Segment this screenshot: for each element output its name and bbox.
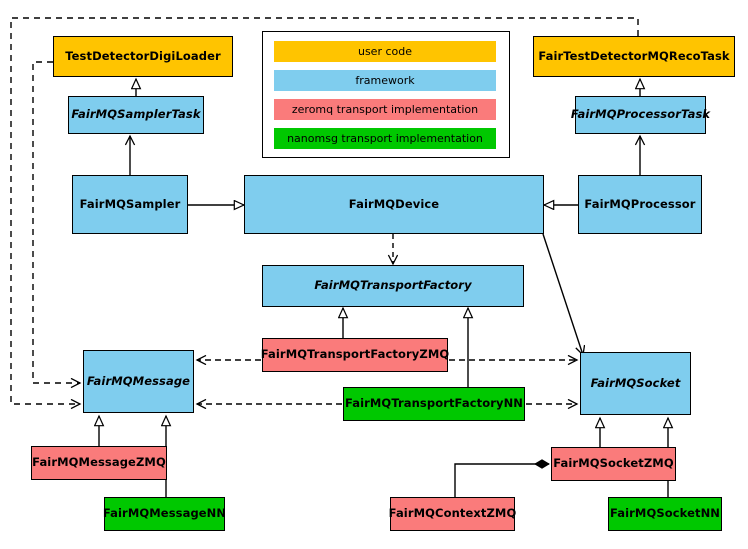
class-node-fairmqmessage[interactable]: FairMQMessage [83, 350, 194, 413]
class-node-fairmqprocessor[interactable]: FairMQProcessor [578, 175, 702, 234]
class-node-fairmqcontextzmq[interactable]: FairMQContextZMQ [389, 497, 516, 531]
class-node-fairmqsamplertask[interactable]: FairMQSamplerTask [68, 96, 204, 134]
class-node-testdetectordigiloader[interactable]: TestDetectorDigiLoader [53, 36, 233, 77]
class-node-fairmqtransportfactoryzmq[interactable]: FairMQTransportFactoryZMQ [261, 338, 449, 372]
legend-label: framework [355, 74, 415, 87]
class-node-fairmqsocketnn[interactable]: FairMQSocketNN [608, 497, 722, 531]
class-node-fairmqtransportfactorynn[interactable]: FairMQTransportFactoryNN [343, 387, 525, 421]
class-node-fairmqprocessortask[interactable]: FairMQProcessorTask [571, 96, 710, 134]
edge-digiloader-message [32, 61, 80, 383]
legend: user code framework zeromq transport imp… [262, 31, 510, 158]
class-node-fairmqmessagezmq[interactable]: FairMQMessageZMQ [31, 446, 167, 480]
legend-item-nanomsg: nanomsg transport implementation [274, 128, 496, 149]
legend-item-framework: framework [274, 70, 496, 91]
class-node-fairmqdevice[interactable]: FairMQDevice [244, 175, 544, 234]
class-node-fairmqsampler[interactable]: FairMQSampler [72, 175, 188, 234]
legend-item-user-code: user code [274, 41, 496, 62]
class-node-fairtestdetectormqrecotask[interactable]: FairTestDetectorMQRecoTask [533, 36, 735, 77]
legend-label: zeromq transport implementation [291, 103, 479, 116]
class-node-fairmqtransportfactory[interactable]: FairMQTransportFactory [262, 265, 524, 307]
class-node-fairmqsocketzmq[interactable]: FairMQSocketZMQ [551, 447, 676, 481]
legend-label: user code [357, 45, 413, 58]
class-node-fairmqmessagenn[interactable]: FairMQMessageNN [103, 497, 226, 531]
legend-item-zeromq: zeromq transport implementation [274, 99, 496, 120]
edge-device-socket [542, 233, 583, 355]
edge-socketzmq-contextzmq [454, 459, 550, 497]
edge-recotask-message [10, 17, 639, 404]
class-node-fairmqsocket[interactable]: FairMQSocket [580, 352, 691, 415]
legend-label: nanomsg transport implementation [287, 132, 483, 145]
